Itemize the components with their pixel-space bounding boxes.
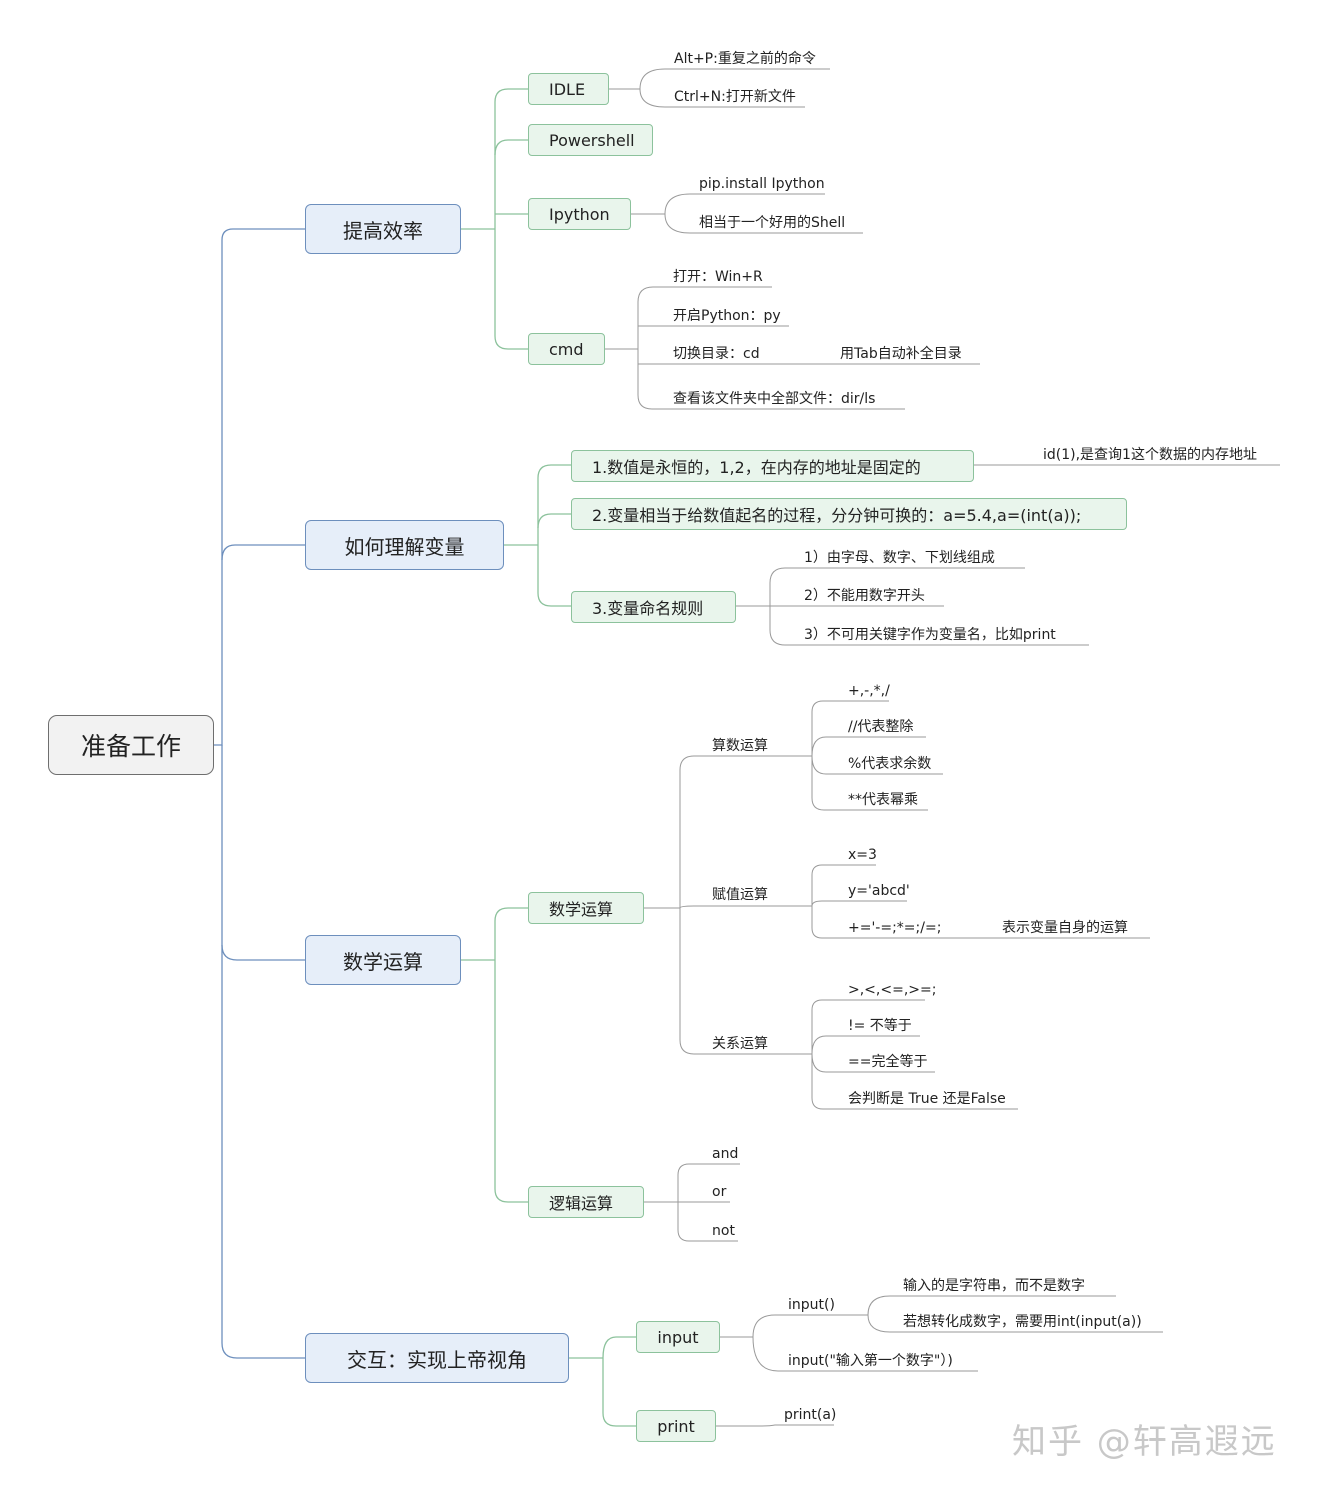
root-label: 准备工作 <box>80 732 181 761</box>
label-relation: 关系运算 <box>712 1036 768 1052</box>
subtopic-ipython[interactable]: Ipython <box>528 198 631 230</box>
leaf-var-3-3: 3）不可用关键字作为变量名，比如print <box>804 627 1056 643</box>
subtopic-var-1-label: 1.数值是永恒的，1,2，在内存的地址是固定的 <box>592 458 921 477</box>
leaf-print-example: print(a) <box>784 1407 837 1423</box>
leaf-assign-3: +='-=;*=;/=; <box>848 920 942 936</box>
leaf-logic-not: not <box>712 1223 735 1239</box>
subtopic-logic-label: 逻辑运算 <box>549 1194 614 1213</box>
label-arith: 算数运算 <box>712 738 768 754</box>
root-node[interactable]: 准备工作 <box>48 715 214 775</box>
leaf-assign-1: x=3 <box>848 847 877 863</box>
leaf-input-func: input() <box>788 1297 835 1313</box>
label-assign: 赋值运算 <box>712 887 768 903</box>
leaf-input-func-2: 若想转化成数字，需要用int(input(a)) <box>903 1314 1142 1330</box>
leaf-var-3-2: 2）不能用数字开头 <box>804 588 925 604</box>
subtopic-idle-label: IDLE <box>549 79 586 99</box>
subtopic-var-1[interactable]: 1.数值是永恒的，1,2，在内存的地址是固定的 <box>571 450 974 482</box>
leaf-idle-2: Ctrl+N:打开新文件 <box>674 89 796 105</box>
sub-branch-lines <box>461 88 636 1427</box>
leaf-lines <box>605 68 1280 1427</box>
subtopic-print[interactable]: print <box>636 1410 716 1442</box>
subtopic-var-2[interactable]: 2.变量相当于给数值起名的过程，分分钟可换的：a=5.4,a=(int(a)); <box>571 498 1127 530</box>
leaf-ipython-1: pip.install Ipython <box>699 176 825 192</box>
watermark: 知乎 @轩高遐远 <box>1012 1422 1277 1462</box>
leaf-arith-3: %代表求余数 <box>848 756 932 772</box>
leaf-input-func-1: 输入的是字符串，而不是数字 <box>903 1278 1085 1294</box>
subtopic-var-3[interactable]: 3.变量命名规则 <box>571 591 736 623</box>
subtopic-powershell[interactable]: Powershell <box>528 124 653 156</box>
topic-interaction[interactable]: 交互：实现上帝视角 <box>305 1333 569 1383</box>
subtopic-print-label: print <box>657 1416 695 1436</box>
leaf-assign-note: 表示变量自身的运算 <box>1002 920 1128 936</box>
topic-efficiency[interactable]: 提高效率 <box>305 204 461 254</box>
subtopic-cmd[interactable]: cmd <box>528 333 605 365</box>
subtopic-idle[interactable]: IDLE <box>528 73 609 105</box>
subtopic-cmd-label: cmd <box>549 339 584 359</box>
leaf-relation-2: != 不等于 <box>848 1018 912 1034</box>
leaf-arith-2: //代表整除 <box>848 719 914 735</box>
leaf-cmd-4: 查看该文件夹中全部文件：dir/ls <box>673 391 876 407</box>
leaf-arith-1: +,-,*,/ <box>848 683 890 699</box>
subtopic-ipython-label: Ipython <box>549 204 610 224</box>
subtopic-input[interactable]: input <box>636 1321 720 1353</box>
subtopic-powershell-label: Powershell <box>549 130 635 150</box>
main-branch-lines <box>214 228 305 1359</box>
subtopic-input-label: input <box>657 1327 699 1347</box>
subtopic-var-3-label: 3.变量命名规则 <box>592 599 704 618</box>
leaf-ipython-2: 相当于一个好用的Shell <box>699 215 846 231</box>
topic-math-label: 数学运算 <box>343 949 423 974</box>
subtopic-var-2-label: 2.变量相当于给数值起名的过程，分分钟可换的：a=5.4,a=(int(a)); <box>592 506 1082 525</box>
leaf-input-example: input("输入第一个数字"）) <box>788 1353 953 1369</box>
subtopic-numeric-label: 数学运算 <box>549 900 614 919</box>
topic-variables[interactable]: 如何理解变量 <box>305 520 504 570</box>
topic-math[interactable]: 数学运算 <box>305 935 461 985</box>
topic-efficiency-label: 提高效率 <box>343 218 423 243</box>
leaf-cmd-cd-note: 用Tab自动补全目录 <box>840 346 962 362</box>
leaf-var-1-note: id(1),是查询1这个数据的内存地址 <box>1043 447 1257 463</box>
leaf-relation-4: 会判断是 True 还是False <box>848 1091 1006 1107</box>
topic-interaction-label: 交互：实现上帝视角 <box>347 1347 527 1372</box>
subtopic-logic[interactable]: 逻辑运算 <box>528 1186 644 1218</box>
leaf-relation-3: ==完全等于 <box>848 1054 928 1070</box>
leaf-cmd-1: 打开：Win+R <box>673 269 763 285</box>
leaf-arith-4: **代表幂乘 <box>848 792 918 808</box>
leaf-idle-1: Alt+P:重复之前的命令 <box>674 51 816 67</box>
leaf-relation-1: >,<,<=,>=; <box>848 982 937 998</box>
leaf-cmd-3: 切换目录：cd <box>673 346 760 362</box>
subtopic-numeric[interactable]: 数学运算 <box>528 892 644 924</box>
leaf-cmd-2: 开启Python：py <box>673 308 781 324</box>
leaf-var-3-1: 1）由字母、数字、下划线组成 <box>804 550 995 566</box>
leaf-logic-and: and <box>712 1146 739 1162</box>
topic-variables-label: 如何理解变量 <box>344 534 465 559</box>
leaf-assign-2: y='abcd' <box>848 883 910 899</box>
leaf-logic-or: or <box>712 1184 727 1200</box>
